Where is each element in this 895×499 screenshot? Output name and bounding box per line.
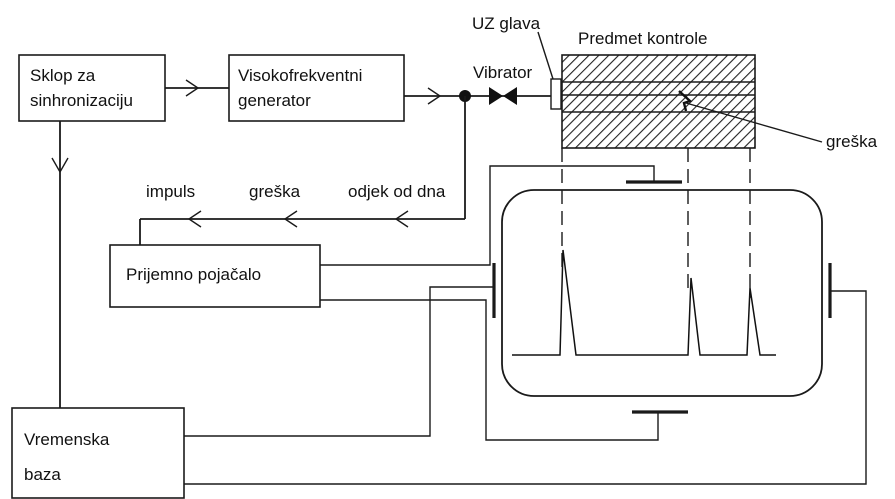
timebase-block: Vremenska baza [11,407,185,499]
flaw-echo-label: greška [249,182,301,201]
test-object-label: Predmet kontrole [578,29,707,48]
generator-block-label-line1: Visokofrekventni [238,66,362,85]
impulse-label: impuls [146,182,195,201]
flaw-leader-line [685,102,823,143]
sync-block-label-line2: sinhronizaciju [30,91,133,110]
receive-path [139,96,466,245]
amplifier-block: Prijemno pojačalo [109,244,321,308]
sync-block-label-line1: Sklop za [30,66,96,85]
timebase-block-label-line1: Vremenska [24,430,110,449]
timebase-to-right-plate-wire [184,290,867,485]
crt-screen [492,180,832,414]
generator-block: Visokofrekventni generator [228,54,405,122]
flaw-mark [678,90,693,112]
amplifier-to-top-plate-wire [320,165,655,266]
test-object [561,54,756,149]
sync-to-generator-link [165,79,229,97]
probe-leader-line [537,31,554,80]
probe-element [550,78,562,110]
flaw-label: greška [826,132,878,151]
vibrator-symbol [489,87,517,105]
generator-block-label-line2: generator [238,91,311,110]
sync-to-timebase-link [51,121,69,408]
vibrator-label: Vibrator [473,63,533,82]
projection-lines [561,148,751,298]
oscilloscope-trace [512,249,776,356]
amplifier-block-label: Prijemno pojačalo [126,265,261,284]
timebase-block-label-line2: baza [24,465,61,484]
probe-label: UZ glava [472,14,541,33]
sync-block: Sklop za sinhronizaciju [18,54,166,122]
timebase-to-left-plate-wire [184,286,494,437]
back-echo-label: odjek od dna [348,182,446,201]
generator-to-probe-link [404,78,562,110]
